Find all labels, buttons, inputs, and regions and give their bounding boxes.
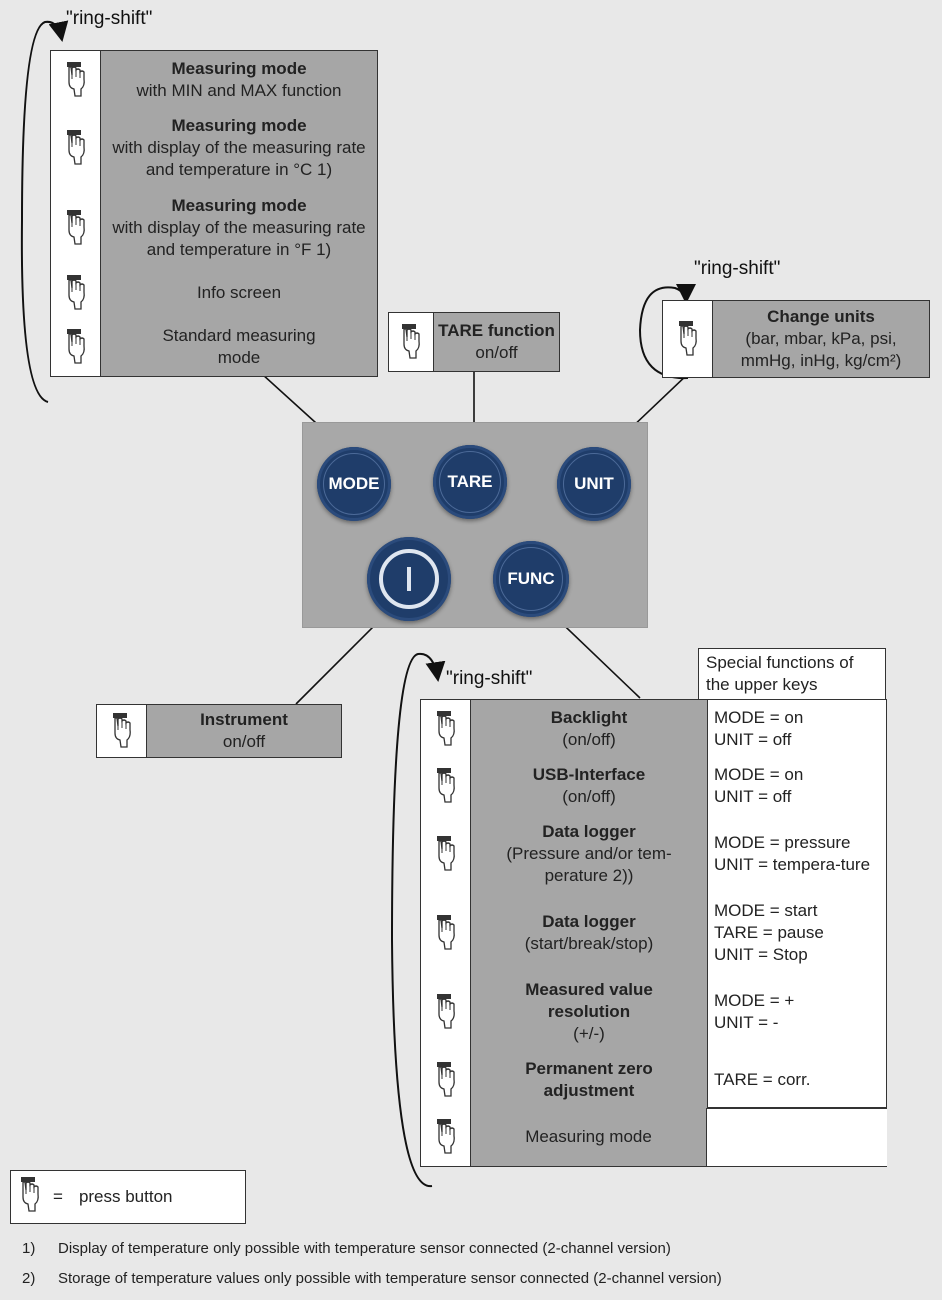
item-desc: with display of the measuring rate and t… (112, 138, 366, 179)
hand-icon (389, 313, 434, 371)
hand-icon (421, 814, 471, 894)
legend-equals: = (53, 1187, 63, 1206)
unit-box: Change units (bar, mbar, kPa, psi, mmHg, … (662, 300, 930, 378)
hand-icon (421, 1052, 471, 1108)
menu-item: Measuring mode (421, 1108, 707, 1167)
tare-title: TARE function (438, 321, 555, 340)
mode-button[interactable]: MODE (317, 447, 391, 521)
unit-title: Change units (767, 307, 875, 326)
hand-icon (421, 757, 471, 814)
hand-icon (51, 51, 101, 108)
unit-button[interactable]: UNIT (557, 447, 631, 521)
hand-icon (51, 108, 101, 188)
tare-button[interactable]: TARE (433, 445, 507, 519)
item-title: Measuring mode (171, 116, 307, 135)
tare-desc: on/off (475, 343, 518, 362)
instrument-title: Instrument (200, 710, 288, 729)
ring-shift-label: "ring-shift" (66, 8, 153, 29)
menu-item: Measuring mode with display of the measur… (51, 108, 377, 189)
hand-icon (663, 301, 713, 377)
keypad: MODE TARE UNIT FUNC (302, 422, 648, 628)
menu-item: Info screen (51, 268, 377, 319)
special-functions-header: Special functions of the upper keys (698, 648, 886, 700)
hand-icon (19, 1175, 41, 1218)
func-button[interactable]: FUNC (493, 541, 569, 617)
footnote: 2)Storage of temperature values only pos… (22, 1270, 722, 1287)
hand-icon (421, 894, 471, 972)
tare-box: TARE function on/off (388, 312, 560, 372)
menu-item: Data logger(Pressure and/or tem-perature… (421, 814, 887, 895)
legend-text: press button (78, 1187, 173, 1206)
instrument-desc: on/off (222, 732, 266, 751)
item-desc: Info screen (196, 283, 282, 302)
power-icon (378, 548, 440, 610)
menu-item: Standard measuring mode (51, 318, 377, 376)
hand-icon (51, 318, 101, 376)
hand-icon (421, 700, 471, 757)
ring-shift-label: "ring-shift" (446, 668, 533, 689)
hand-icon (421, 1108, 471, 1166)
legend: = press button (10, 1170, 246, 1224)
menu-item: Measuring mode with display of the measur… (51, 188, 377, 269)
menu-item: Permanent zero adjustment TARE = corr. (421, 1052, 887, 1109)
hand-icon (421, 972, 471, 1052)
item-desc: with MIN and MAX function (136, 80, 342, 100)
instrument-box: Instrument on/off (96, 704, 342, 758)
item-title: Measuring mode (171, 58, 307, 78)
hand-icon (97, 705, 147, 757)
item-title: Measuring mode (171, 196, 307, 215)
hand-icon (51, 268, 101, 318)
menu-item: Measured value resolution(+/-) MODE = +U… (421, 972, 887, 1053)
menu-item: Data logger(start/break/stop) MODE = sta… (421, 894, 887, 973)
footnote: 1)Display of temperature only possible w… (22, 1240, 671, 1257)
hand-icon (51, 188, 101, 268)
item-desc: with display of the measuring rate and t… (112, 218, 366, 259)
power-button[interactable] (367, 537, 451, 621)
item-desc: Standard measuring mode (162, 326, 316, 367)
ring-shift-label: "ring-shift" (694, 258, 781, 279)
unit-desc: (bar, mbar, kPa, psi, mmHg, inHg, kg/cm²… (740, 329, 902, 370)
